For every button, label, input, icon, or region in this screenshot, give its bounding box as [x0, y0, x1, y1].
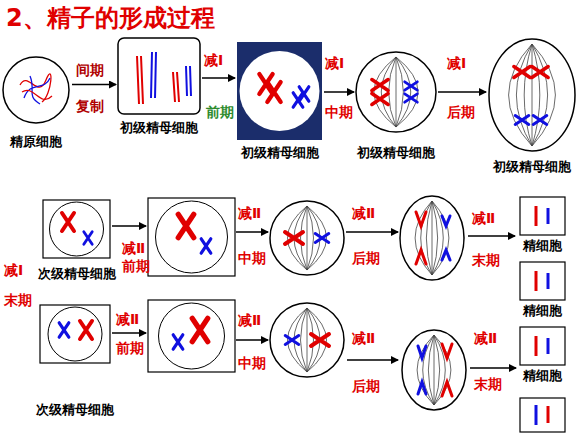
stage-label: 前期	[116, 340, 144, 357]
stage-label: 减Ⅱ	[238, 205, 261, 222]
interphase-cell	[118, 38, 200, 114]
cell-label: 初级精母细胞	[357, 144, 435, 162]
stage-label: 减Ⅱ	[352, 330, 375, 347]
cell-label: 次级精母细胞	[36, 401, 114, 419]
stage-label: 减Ⅱ	[474, 330, 497, 347]
stage-arrow	[202, 77, 235, 79]
stage-label: 复制	[76, 98, 104, 115]
stage-label: 减Ⅱ	[352, 205, 375, 222]
prophase-cell	[237, 42, 322, 140]
metaphase-ii-cell	[270, 303, 344, 377]
stage-label: 减Ⅰ	[447, 55, 466, 72]
cell-node: 初级精母细胞	[237, 42, 322, 140]
stage-arrow	[438, 91, 486, 93]
stage-label: 中期	[325, 104, 353, 121]
stage-label: 后期	[352, 378, 380, 395]
anaphase-ii-cell	[402, 330, 466, 410]
stage-label: 减Ⅱ	[238, 312, 261, 329]
stage-label: 减Ⅱ	[122, 240, 145, 257]
stage-label: 减Ⅱ	[472, 210, 495, 227]
stage-label: 后期	[447, 104, 475, 121]
stage-label: 减Ⅱ	[116, 311, 139, 328]
stage-label: 末期	[472, 252, 500, 269]
metaphase-ii-cell	[270, 201, 344, 275]
secondary-cell	[40, 305, 110, 363]
spermatid	[520, 197, 565, 300]
cell-label: 精原细胞	[10, 133, 62, 151]
cell-node: 初级精母细胞	[488, 38, 576, 152]
cell-label: 初级精母细胞	[241, 144, 319, 162]
prophase-ii-cell	[148, 300, 235, 372]
anaphase-ii-cell	[400, 196, 464, 280]
stage-label: 减Ⅰ	[204, 52, 223, 69]
spermatogonium	[3, 57, 69, 123]
cell-label: 初级精母细胞	[493, 158, 571, 176]
stage-label: 末期	[4, 292, 32, 309]
cell-node: 初级精母细胞	[356, 50, 436, 134]
cell-node: 初级精母细胞	[118, 38, 200, 114]
stage-label: 中期	[238, 250, 266, 267]
stage-arrow	[324, 91, 354, 93]
cell-label: 初级精母细胞	[120, 119, 198, 137]
cell-label: 精细胞	[523, 237, 562, 255]
stage-label: 减Ⅰ	[325, 55, 344, 72]
stage-label: 前期	[122, 258, 150, 275]
title: 2、精子的形成过程	[6, 2, 215, 34]
metaphase-cell	[356, 52, 436, 132]
cell-label: 精细胞	[523, 367, 562, 385]
anaphase-cell	[489, 39, 575, 151]
secondary-cell	[43, 200, 110, 258]
cell-label: 精细胞	[523, 302, 562, 320]
cell-node: 精原细胞	[2, 55, 70, 125]
stage-label: 减Ⅰ	[4, 262, 23, 279]
stage-label: 中期	[238, 355, 266, 372]
stage-label: 前期	[206, 104, 234, 121]
cell-node: 次级精母细胞	[40, 305, 110, 363]
stage-label: 间期	[76, 62, 104, 79]
cell-node: 精细胞	[520, 197, 565, 235]
cell-node: 精细胞	[520, 327, 565, 365]
spermatid	[520, 327, 565, 432]
stage-label: 末期	[474, 376, 502, 393]
prophase-ii-cell	[148, 198, 235, 276]
cell-node: 精细胞	[520, 262, 565, 300]
stage-arrow	[72, 84, 116, 86]
cell-label: 次级精母细胞	[38, 265, 116, 283]
stage-label: 后期	[352, 250, 380, 267]
cell-node: 次级精母细胞	[43, 200, 110, 258]
